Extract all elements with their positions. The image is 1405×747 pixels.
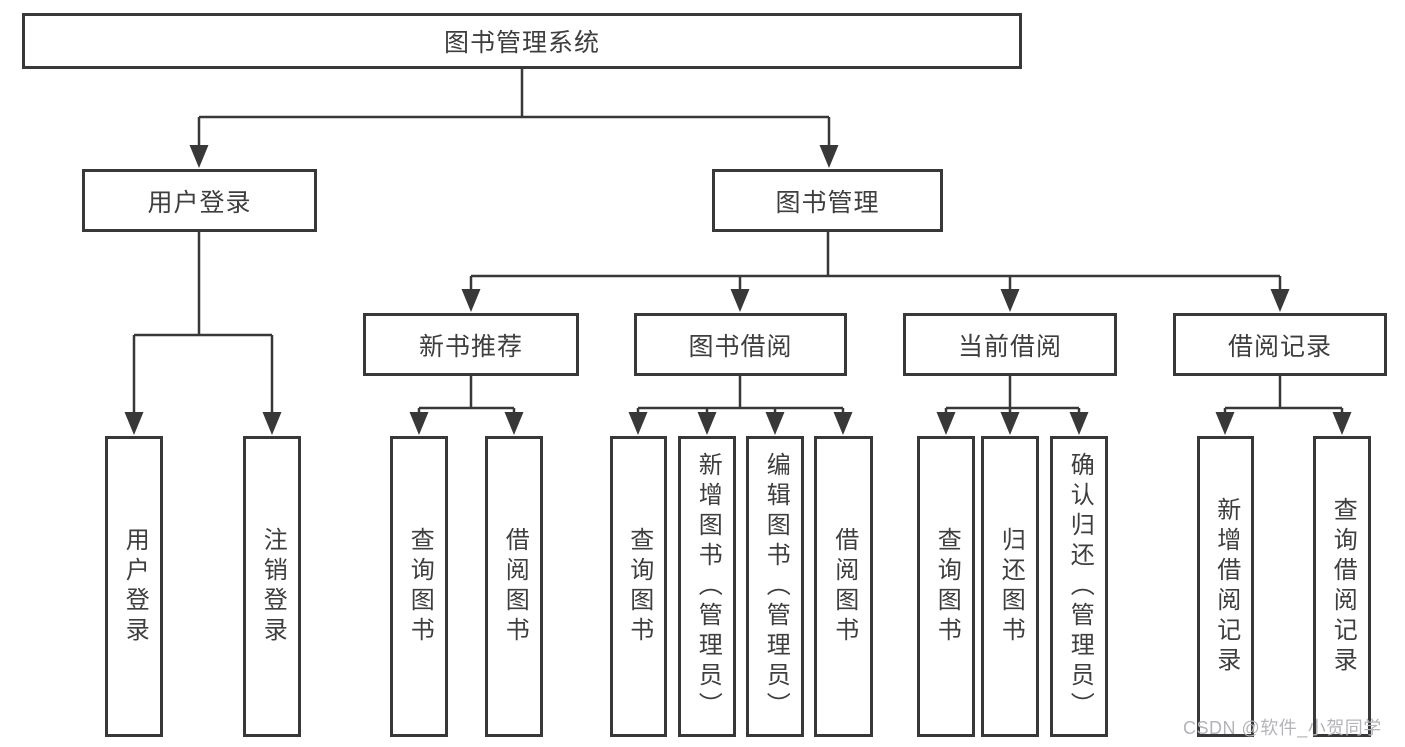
leaf-current-confirm-return-admin: 确认归还（管理员） <box>1050 436 1108 737</box>
leaf-current-query-books-label: 查询图书 <box>933 526 961 647</box>
leaf-borrow-edit-books-admin-label: 编辑图书（管理员） <box>762 451 790 722</box>
leaf-current-confirm-return-admin-label: 确认归还（管理员） <box>1066 451 1094 722</box>
node-borrow-record-label: 借阅记录 <box>1227 332 1332 361</box>
leaf-record-add-borrow-record: 新增借阅记录 <box>1197 436 1254 737</box>
node-user-login: 用户登录 <box>82 169 317 232</box>
node-book-borrow: 图书借阅 <box>634 313 847 376</box>
node-book-management: 图书管理 <box>712 169 943 232</box>
leaf-borrow-query-books-label: 查询图书 <box>625 526 653 647</box>
leaf-newbook-borrow-books-label: 借阅图书 <box>501 526 529 647</box>
leaf-record-add-borrow-record-label: 新增借阅记录 <box>1212 496 1240 677</box>
node-new-book-recommend-label: 新书推荐 <box>418 332 523 361</box>
leaf-logout-label: 注销登录 <box>259 526 287 647</box>
leaf-borrow-add-books-admin: 新增图书（管理员） <box>678 436 736 737</box>
node-root: 图书管理系统 <box>22 13 1022 69</box>
leaf-user-login-label: 用户登录 <box>121 526 149 647</box>
csdn-watermark: CSDN @软件_小贺同学 <box>1183 718 1382 738</box>
node-new-book-recommend: 新书推荐 <box>363 313 579 376</box>
leaf-newbook-query-books: 查询图书 <box>390 436 448 737</box>
leaf-newbook-query-books-label: 查询图书 <box>406 526 434 647</box>
leaf-borrow-edit-books-admin: 编辑图书（管理员） <box>746 436 804 737</box>
leaf-newbook-borrow-books: 借阅图书 <box>485 436 543 737</box>
leaf-current-return-books-label: 归还图书 <box>997 526 1025 647</box>
node-root-label: 图书管理系统 <box>443 29 600 57</box>
leaf-current-return-books: 归还图书 <box>981 436 1039 737</box>
leaf-current-query-books: 查询图书 <box>917 436 975 737</box>
node-book-borrow-label: 图书借阅 <box>688 332 793 361</box>
leaf-record-query-borrow-record: 查询借阅记录 <box>1313 436 1371 737</box>
leaf-borrow-query-books: 查询图书 <box>610 436 667 737</box>
leaf-user-login: 用户登录 <box>105 436 163 737</box>
node-current-borrow-label: 当前借阅 <box>957 332 1062 361</box>
leaf-borrow-add-books-admin-label: 新增图书（管理员） <box>694 451 722 722</box>
node-current-borrow: 当前借阅 <box>903 313 1117 376</box>
leaf-logout: 注销登录 <box>243 436 301 737</box>
node-book-management-label: 图书管理 <box>775 188 880 217</box>
node-borrow-record: 借阅记录 <box>1173 313 1387 376</box>
leaf-borrow-borrow-books-label: 借阅图书 <box>830 526 858 647</box>
node-user-login-label: 用户登录 <box>147 188 252 217</box>
leaf-borrow-borrow-books: 借阅图书 <box>814 436 873 737</box>
leaf-record-query-borrow-record-label: 查询借阅记录 <box>1329 496 1357 677</box>
